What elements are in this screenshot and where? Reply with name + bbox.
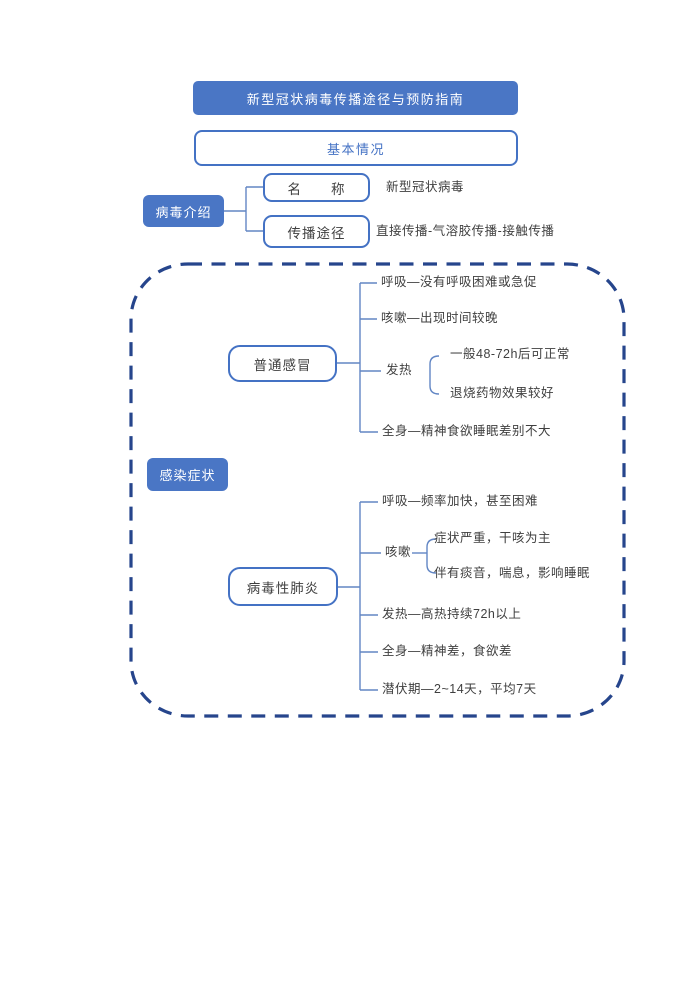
cold-fever-sub1: 一般48-72h后可正常	[450, 347, 570, 361]
cold-branch-fever: 发热	[386, 363, 413, 377]
node-virus-intro: 病毒介绍	[143, 195, 224, 227]
cold-fever-sub2: 退烧药物效果较好	[450, 386, 555, 400]
pneumonia-branch-incubation: 潜伏期—2~14天，平均7天	[382, 682, 537, 696]
node-virus-name: 名 称	[263, 173, 370, 202]
virus-name-value: 新型冠状病毒	[386, 180, 465, 194]
pneumonia-branch-breath: 呼吸—频率加快，甚至困难	[382, 494, 539, 508]
pneumonia-cough-sub1: 症状严重，干咳为主	[434, 531, 552, 545]
transmission-route-value: 直接传播-气溶胶传播-接触传播	[376, 224, 555, 238]
node-infection-symptoms: 感染症状	[147, 458, 228, 491]
node-basic-info: 基本情况	[194, 130, 518, 166]
pneumonia-branch-fever: 发热—高热持续72h以上	[382, 607, 522, 621]
cold-branch-breath: 呼吸—没有呼吸困难或急促	[381, 275, 538, 289]
node-transmission-route: 传播途径	[263, 215, 370, 248]
cold-branch-whole-body: 全身—精神食欲睡眠差别不大	[382, 424, 552, 438]
diagram-title: 新型冠状病毒传播途径与预防指南	[193, 81, 518, 115]
pneumonia-branch-whole-body: 全身—精神差，食欲差	[382, 644, 513, 658]
pneumonia-branch-cough: 咳嗽	[385, 545, 412, 559]
node-common-cold: 普通感冒	[228, 345, 337, 382]
pneumonia-cough-sub2: 伴有痰音，喘息，影响睡眠	[434, 566, 591, 580]
node-viral-pneumonia: 病毒性肺炎	[228, 567, 338, 606]
cold-branch-cough: 咳嗽—出现时间较晚	[381, 311, 499, 325]
